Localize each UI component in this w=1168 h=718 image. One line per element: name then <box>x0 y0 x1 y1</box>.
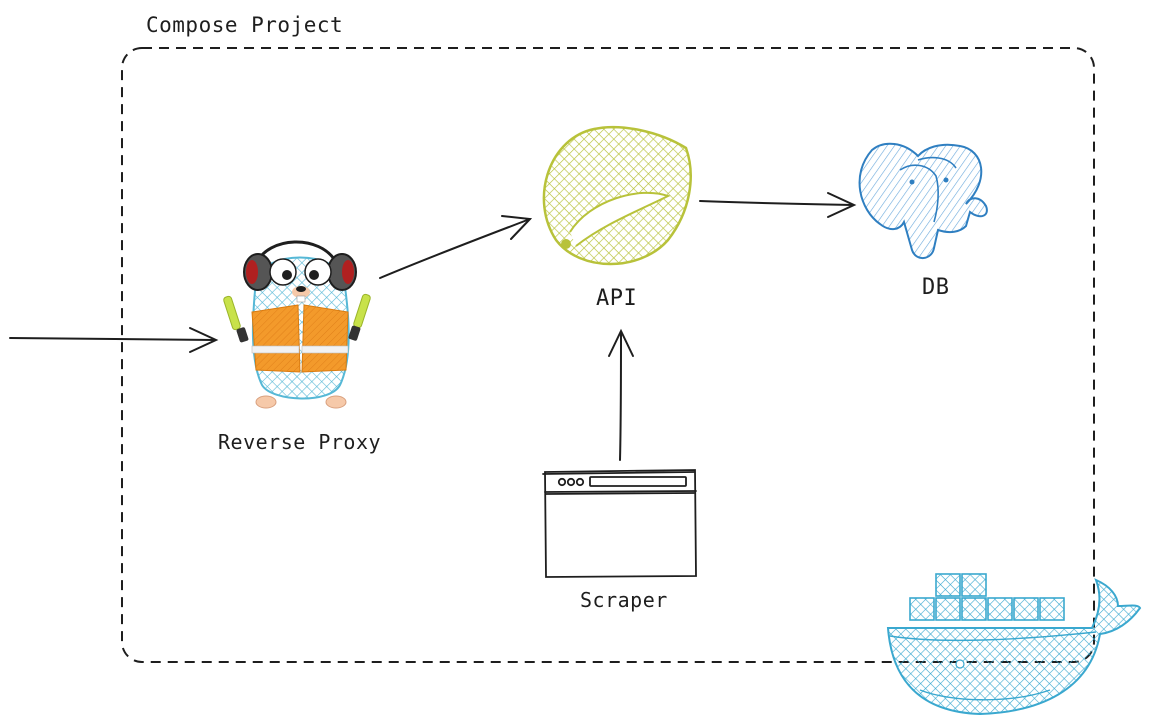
arrow-incoming-to-proxy <box>9 327 219 353</box>
arrow-proxy-to-api <box>379 215 533 279</box>
db-label: DB <box>922 275 950 300</box>
spring-leaf-icon <box>542 125 692 266</box>
browser-window-icon <box>542 469 697 578</box>
go-gopher-icon <box>223 240 371 409</box>
postgresql-elephant-icon <box>858 142 988 259</box>
arrow-scraper-to-api <box>608 328 634 461</box>
compose-project-title: Compose Project <box>146 13 344 37</box>
scraper-label: Scraper <box>580 588 668 612</box>
reverse-proxy-label: Reverse Proxy <box>218 430 382 454</box>
api-label: API <box>596 286 638 311</box>
docker-whale-icon <box>886 573 1142 716</box>
compose-project-boundary <box>121 47 1095 663</box>
arrow-api-to-db <box>699 192 857 218</box>
